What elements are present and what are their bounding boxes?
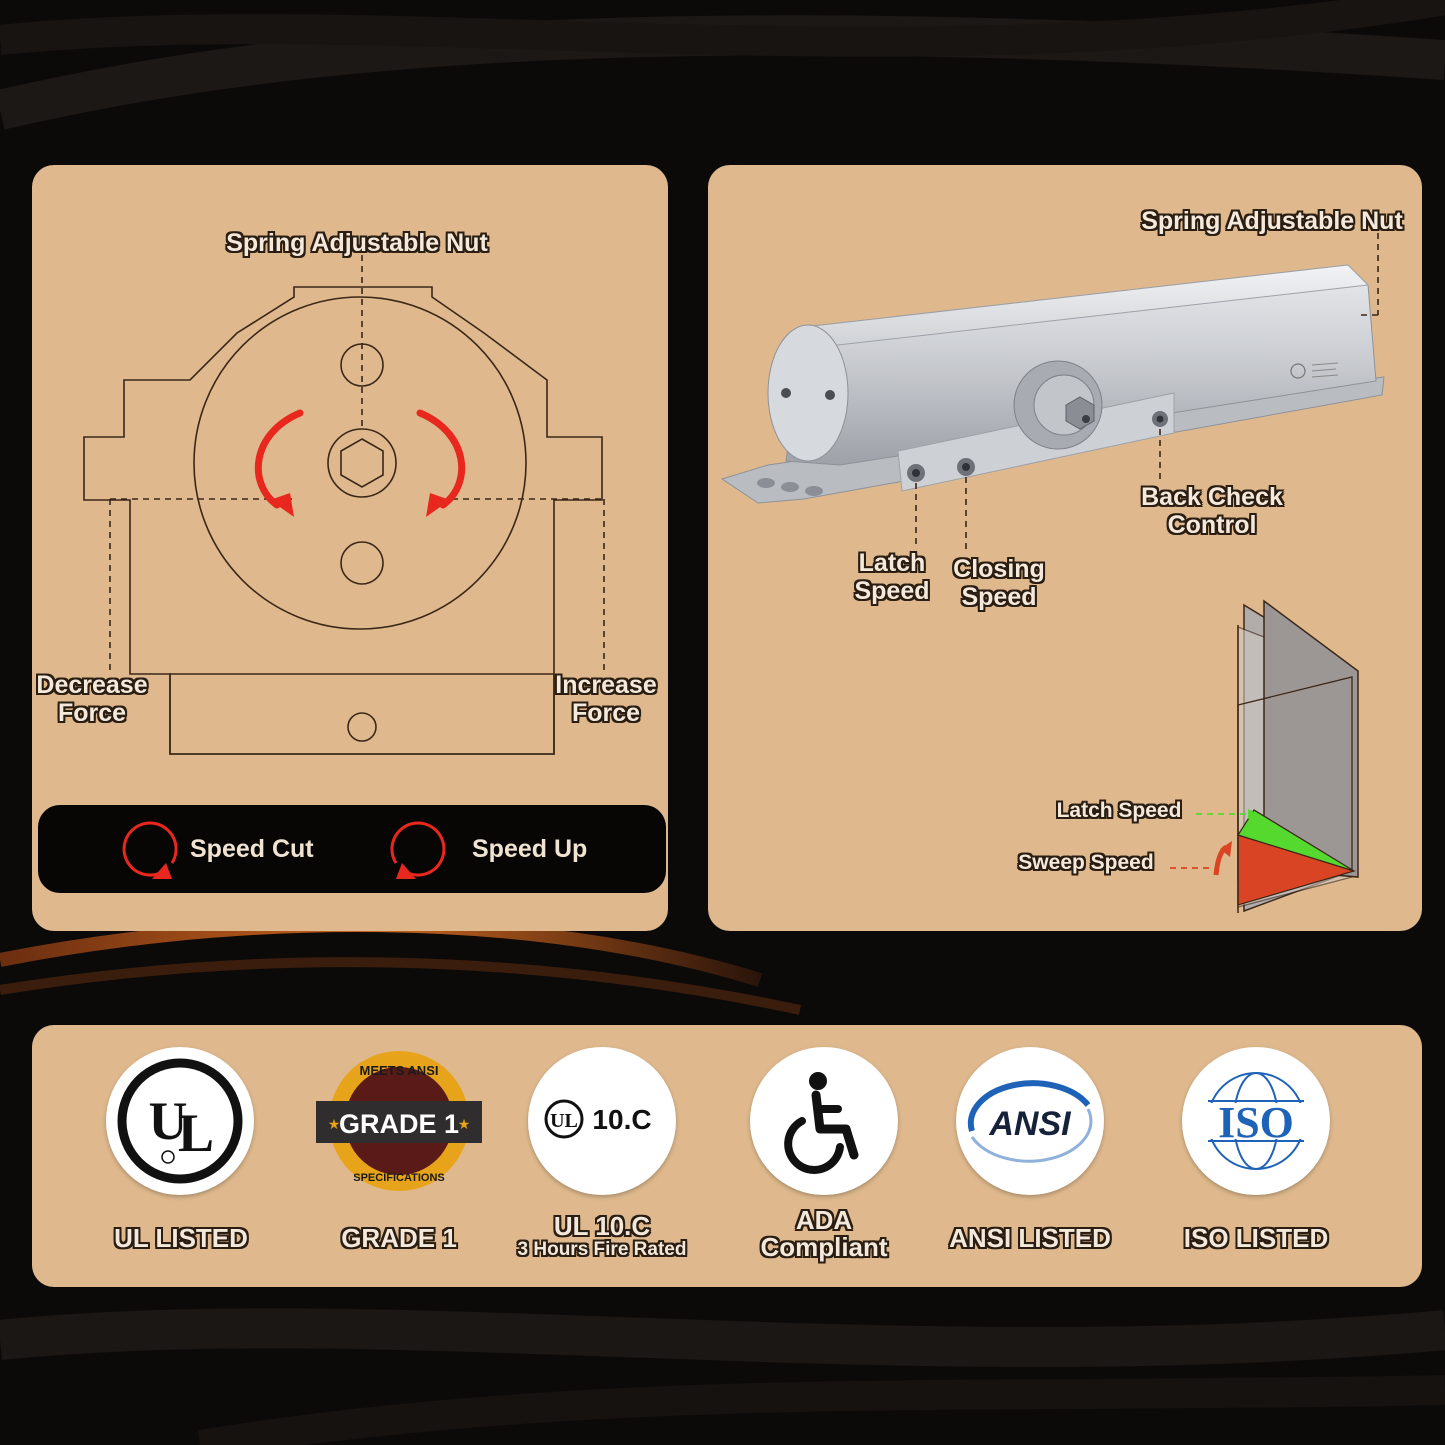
ansi-logo-icon: ANSI (956, 1047, 1104, 1195)
ul-10c-label: UL 10.C 3 Hours Fire Rated (517, 1211, 687, 1261)
certifications-panel: U L UL LISTED MEETS ANSI SPECIFICATIONS … (32, 1025, 1422, 1287)
svg-text:ISO: ISO (1218, 1098, 1294, 1147)
svg-text:GRADE 1: GRADE 1 (339, 1109, 459, 1139)
ul-logo-icon: U L (106, 1047, 254, 1195)
svg-text:U: U (149, 1091, 188, 1151)
speed-cut-label: Speed Cut (190, 835, 314, 863)
speed-up-icon (390, 821, 446, 879)
svg-text:MEETS ANSI: MEETS ANSI (360, 1063, 439, 1078)
curved-arrow-icon (254, 409, 466, 509)
svg-text:SPECIFICATIONS: SPECIFICATIONS (353, 1172, 444, 1184)
closing-speed-valve-label: Closing Speed (953, 555, 1045, 611)
ansi-listed-label: ANSI LISTED (949, 1223, 1111, 1253)
iso-listed-label: ISO LISTED (1183, 1223, 1329, 1253)
spring-nut-label-right: Spring Adjustable Nut (1141, 207, 1403, 235)
decrease-force-label: Decrease Force (36, 671, 148, 727)
svg-text:UL: UL (550, 1110, 578, 1132)
svg-text:L: L (178, 1103, 214, 1163)
back-check-label: Back Check Control (1141, 483, 1283, 539)
speed-up-label: Speed Up (472, 835, 588, 863)
spring-force-panel: Spring Adjustable Nut Decrease Force Inc… (32, 165, 668, 931)
svg-text:★: ★ (328, 1116, 341, 1132)
ul-10c-icon: UL 10.C (528, 1047, 676, 1195)
iso-logo-icon: ISO (1182, 1047, 1330, 1195)
grade-1-label: GRADE 1 (341, 1223, 457, 1253)
svg-text:10.C: 10.C (592, 1104, 651, 1135)
spring-nut-label: Spring Adjustable Nut (226, 229, 488, 257)
door-sweep-speed-label: Sweep Speed (1018, 851, 1154, 874)
door-closer-product-image (720, 233, 1385, 913)
speed-cut-icon (122, 821, 178, 879)
door-latch-speed-label: Latch Speed (1056, 799, 1182, 822)
speed-legend: Speed Cut Speed Up (38, 805, 666, 893)
increase-force-label: Increase Force (555, 671, 657, 727)
adjustment-panel: Spring Adjustable Nut Back Check Control… (708, 165, 1422, 931)
grade-1-seal-icon: MEETS ANSI SPECIFICATIONS GRADE 1 ★ ★ (316, 1047, 482, 1195)
ada-compliant-label: ADA Compliant (760, 1205, 888, 1263)
closer-end-view-diagram (83, 255, 605, 755)
svg-text:★: ★ (458, 1116, 471, 1132)
latch-speed-valve-label: Latch Speed (854, 549, 930, 605)
wheelchair-icon (750, 1047, 898, 1195)
ul-listed-label: UL LISTED (114, 1223, 248, 1253)
svg-text:ANSI: ANSI (988, 1105, 1072, 1143)
door-swing-diagram (1213, 599, 1359, 913)
